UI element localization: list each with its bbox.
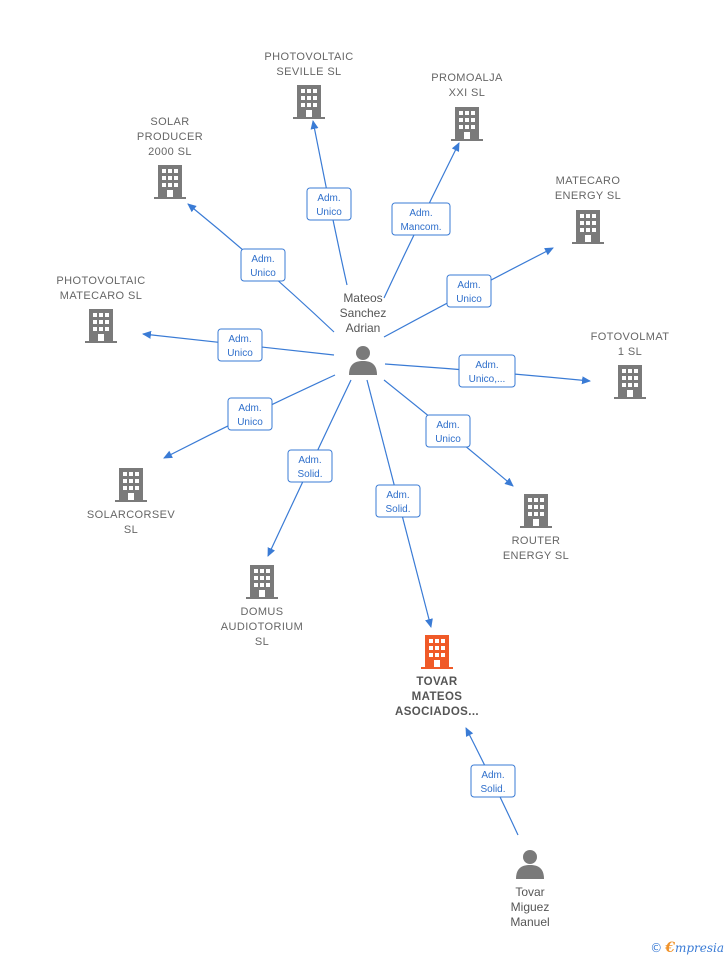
node-label-line: AUDIOTORIUM	[221, 621, 303, 633]
company-node-solar-producer[interactable]: SOLAR PRODUCER 2000 SL	[137, 116, 203, 199]
building-icon	[614, 365, 646, 399]
edge-label-text: Adm.	[238, 403, 261, 414]
edge-label-text: Mancom.	[400, 222, 441, 233]
company-node-matecaro-energy[interactable]: MATECARO ENERGY SL	[555, 175, 621, 244]
company-node-promoalja[interactable]: PROMOALJA XXI SL	[431, 72, 503, 141]
node-label-line: Sanchez	[340, 306, 387, 320]
node-label-line: 1 SL	[618, 346, 642, 358]
company-node-photovoltaic-matecaro[interactable]: PHOTOVOLTAIC MATECARO SL	[56, 275, 145, 343]
company-node-tovar-mateos[interactable]: TOVAR MATEOS ASOCIADOS...	[395, 635, 479, 718]
node-label-line: ROUTER	[512, 535, 561, 547]
person-icon	[516, 850, 544, 879]
edge-label-text: Adm.	[457, 280, 480, 291]
edge-label-text: Adm.	[317, 193, 340, 204]
edge-label-tovar-mateos[interactable]: Adm. Solid.	[375, 484, 421, 518]
node-label-line: 2000 SL	[148, 146, 192, 158]
node-label-line: Miguez	[511, 900, 550, 914]
building-icon	[572, 210, 604, 244]
node-label-line: SEVILLE SL	[276, 66, 341, 78]
edge-label-text: Adm.	[409, 208, 432, 219]
node-label-line: MATECARO SL	[60, 290, 142, 302]
building-icon	[154, 165, 186, 199]
edge-label-text: Adm.	[251, 254, 274, 265]
company-node-fotovolmat[interactable]: FOTOVOLMAT 1 SL	[591, 331, 670, 399]
edge-label-solar-producer[interactable]: Adm. Unico	[240, 248, 286, 282]
node-label-line: DOMUS	[241, 606, 284, 618]
empresia-logo-mark: €	[665, 940, 675, 956]
edge-label-text: Adm.	[228, 334, 251, 345]
edge-label-text: Adm.	[436, 420, 459, 431]
edge-label-promoalja[interactable]: Adm. Mancom.	[391, 202, 451, 236]
person-icon	[349, 346, 377, 375]
building-icon	[451, 107, 483, 141]
node-label-line: XXI SL	[449, 87, 486, 99]
node-label-line: MATEOS	[412, 691, 463, 703]
company-node-router-energy[interactable]: ROUTER ENERGY SL	[503, 494, 569, 562]
node-label-line: PROMOALJA	[431, 72, 503, 84]
edge-label-text: Unico	[456, 294, 482, 305]
node-label-line: ASOCIADOS...	[395, 706, 479, 718]
company-node-domus-audiotorium[interactable]: DOMUS AUDIOTORIUM SL	[221, 565, 303, 648]
node-label-line: ENERGY SL	[555, 190, 621, 202]
node-label-line: SL	[255, 636, 269, 648]
empresia-credit: ©€mpresia	[650, 940, 724, 956]
node-label-line: Mateos	[343, 291, 382, 305]
node-label-line: TOVAR	[416, 676, 457, 688]
node-label-line: ENERGY SL	[503, 550, 569, 562]
node-label-line: Tovar	[515, 885, 544, 899]
edge-label-matecaro-energy[interactable]: Adm. Unico	[446, 274, 492, 308]
node-label-line: PHOTOVOLTAIC	[264, 51, 353, 63]
edge-label-text: Unico	[316, 207, 342, 218]
edge-label-text: Adm.	[298, 455, 321, 466]
edge-label-text: Unico	[237, 417, 263, 428]
edge-label-text: Unico	[250, 268, 276, 279]
node-label-line: MATECARO	[556, 175, 621, 187]
building-icon	[293, 85, 325, 119]
edge-label-text: Adm.	[475, 360, 498, 371]
edge-label-domus-audiotorium[interactable]: Adm. Solid.	[287, 449, 333, 483]
building-icon	[520, 494, 552, 528]
edge-label-solarcorsev[interactable]: Adm. Unico	[227, 397, 273, 431]
edge-label-photovoltaic-seville[interactable]: Adm. Unico	[306, 187, 352, 221]
edge-label-text: Unico	[435, 434, 461, 445]
edge-label-text: Adm.	[481, 770, 504, 781]
edge-label-text: Solid.	[385, 504, 410, 515]
node-label-line: PRODUCER	[137, 131, 203, 143]
edge-label-photovoltaic-matecaro[interactable]: Adm. Unico	[217, 328, 263, 362]
node-label-line: PHOTOVOLTAIC	[56, 275, 145, 287]
edge-label-tovar-mateos[interactable]: Adm. Solid.	[470, 764, 516, 798]
edge-label-router-energy[interactable]: Adm. Unico	[425, 414, 471, 448]
copyright-icon: ©	[650, 941, 663, 955]
company-node-solarcorsev[interactable]: SOLARCORSEV SL	[87, 468, 175, 536]
edge-label-text: Unico	[227, 348, 253, 359]
building-icon	[85, 309, 117, 343]
edge-label-text: Adm.	[386, 490, 409, 501]
edge-label-text: Unico,...	[469, 374, 506, 385]
edge-label-text: Solid.	[297, 469, 322, 480]
node-label-line: SOLAR	[150, 116, 189, 128]
node-label-line: SL	[124, 524, 138, 536]
node-label-line: SOLARCORSEV	[87, 509, 175, 521]
building-icon	[421, 635, 453, 669]
company-node-photovoltaic-seville[interactable]: PHOTOVOLTAIC SEVILLE SL	[264, 51, 353, 119]
node-label-line: Adrian	[346, 321, 381, 335]
node-label-line: Manuel	[510, 915, 549, 929]
empresia-logo-text: mpresia	[674, 941, 724, 955]
edge-label-text: Solid.	[480, 784, 505, 795]
node-label-line: FOTOVOLMAT	[591, 331, 670, 343]
building-icon	[246, 565, 278, 599]
edge-label-fotovolmat[interactable]: Adm. Unico,...	[458, 354, 516, 388]
building-icon	[115, 468, 147, 502]
